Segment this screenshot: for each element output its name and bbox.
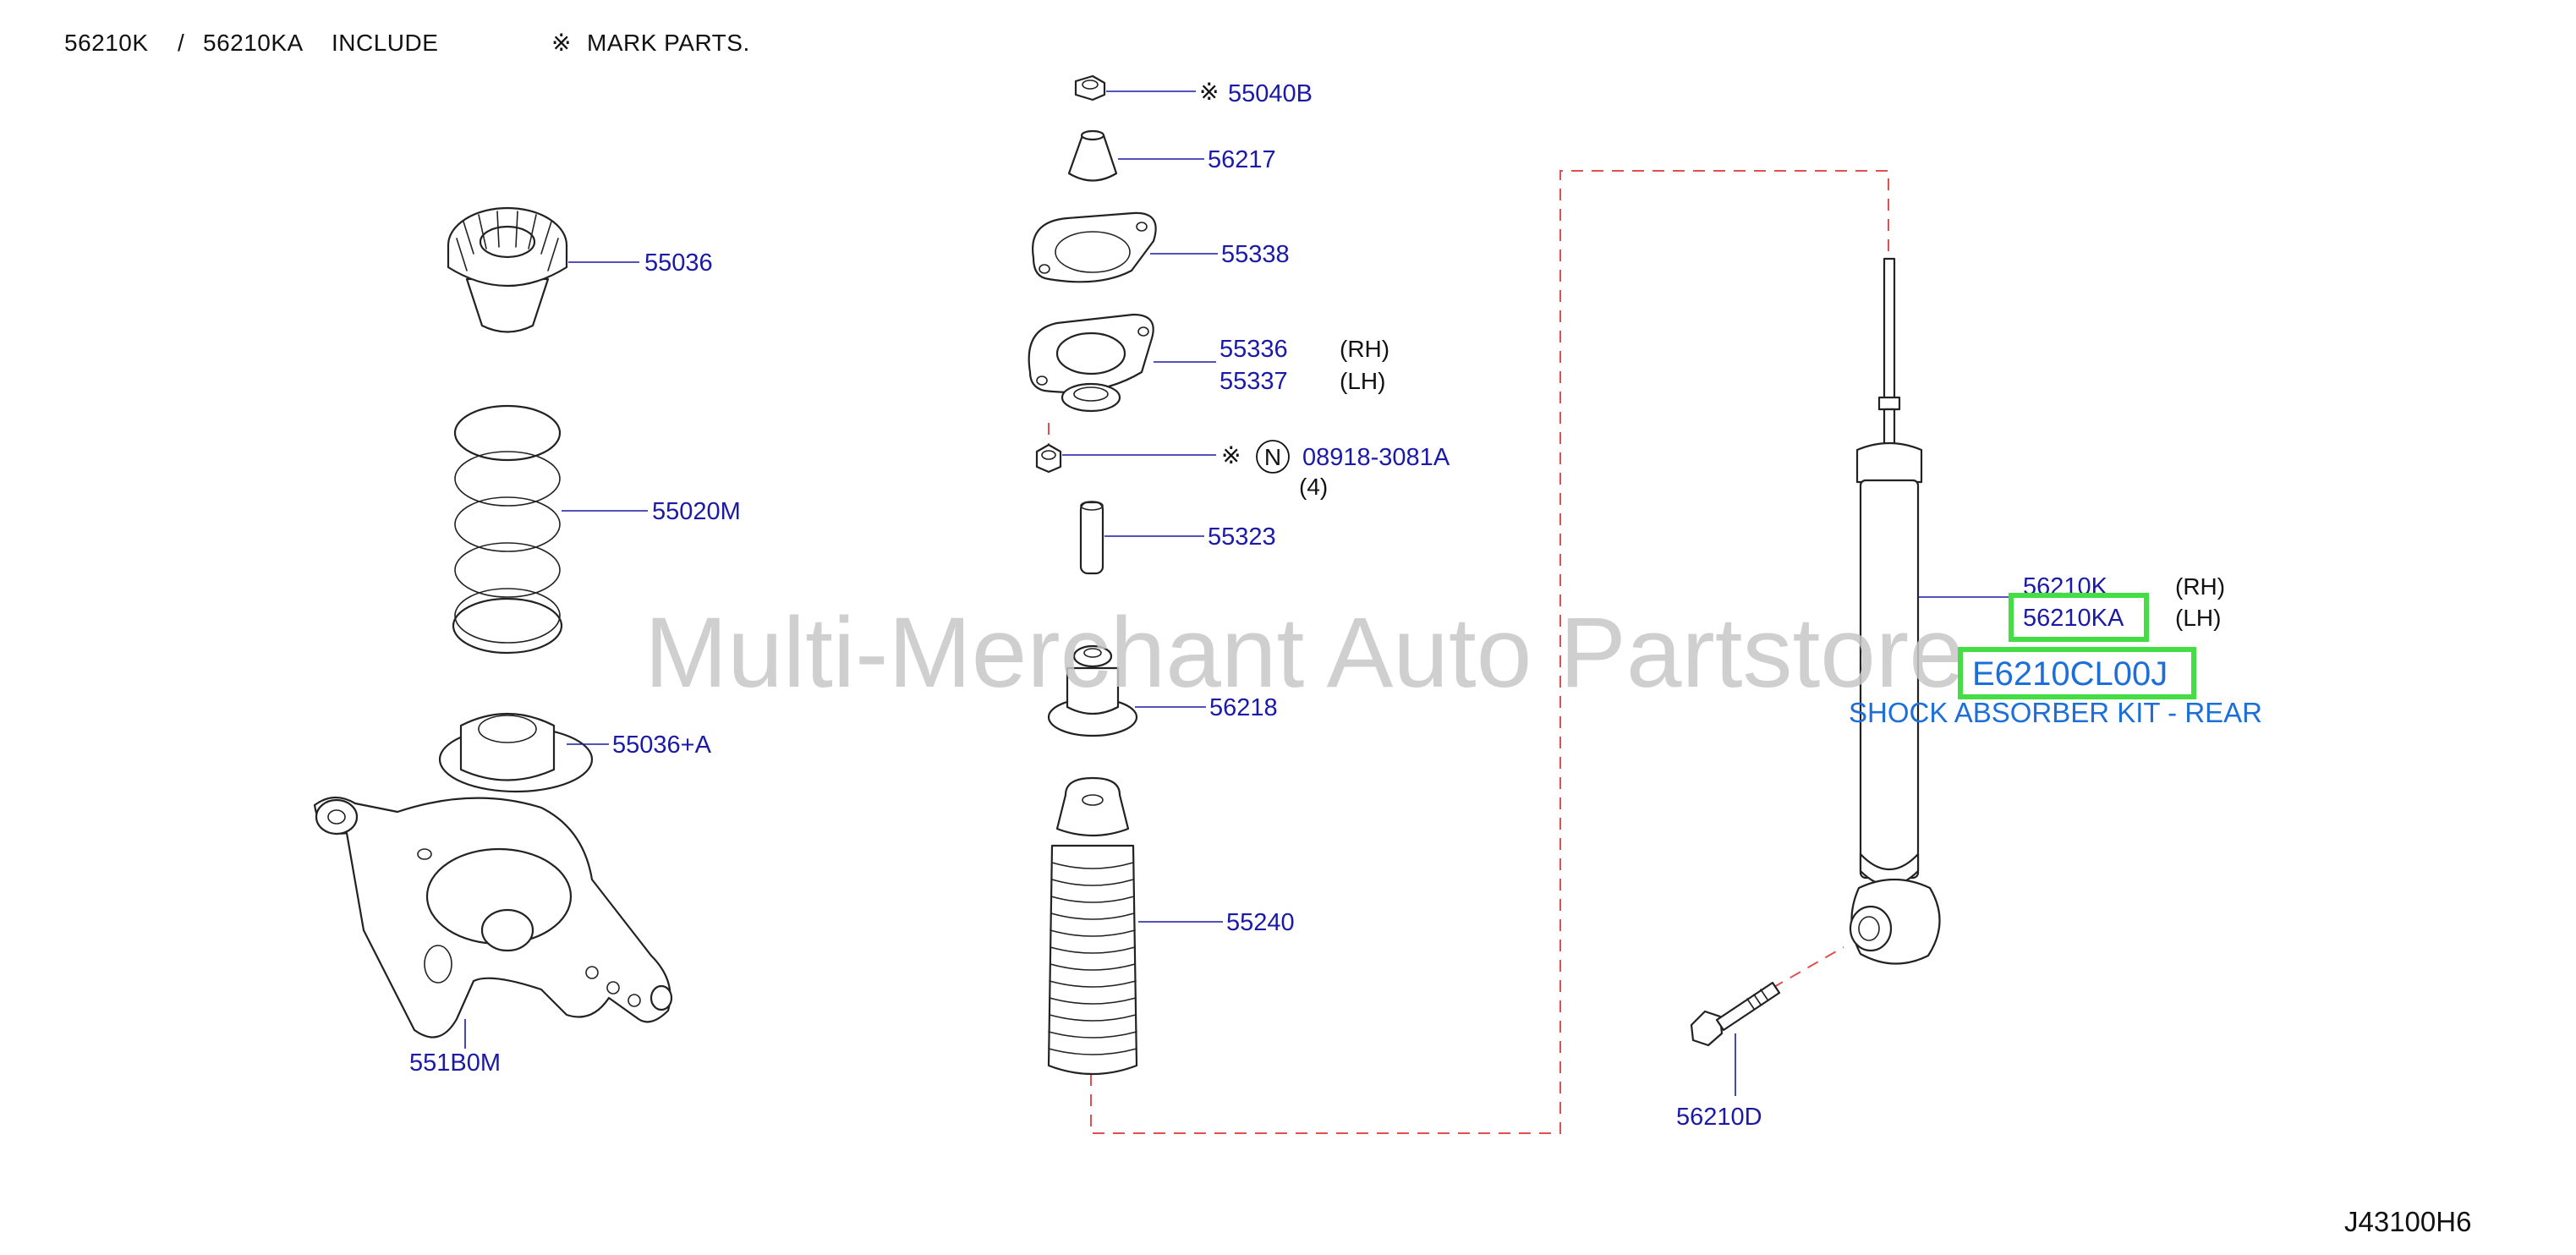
part-number-56210D[interactable]: 56210D xyxy=(1676,1104,1762,1131)
kit-code[interactable]: E6210CL00J xyxy=(1972,655,2168,693)
part-number-55020M[interactable]: 55020M xyxy=(652,498,741,525)
header-note: 56210K / 56210KA INCLUDE ※ MARK PARTS. xyxy=(64,30,750,56)
shock-mounting-55336-55337[interactable] xyxy=(1028,313,1154,413)
watermark: Multi-Merchant Auto Partstore xyxy=(644,597,1965,709)
coil-spring-55020M[interactable] xyxy=(452,404,563,655)
part-number-56217[interactable]: 56217 xyxy=(1208,146,1276,173)
mark-08918: ※ xyxy=(1221,442,1241,469)
shock-absorber-56210K-56210KA[interactable] xyxy=(1849,257,1941,965)
kit-name: SHOCK ABSORBER KIT - REAR xyxy=(1849,697,2262,728)
part-number-55036A[interactable]: 55036+A xyxy=(612,732,712,759)
lower-spring-seat-55036A[interactable] xyxy=(438,713,594,793)
n-circle-letter: N xyxy=(1264,444,1281,470)
upper-spring-seat-55036[interactable] xyxy=(447,206,568,333)
header-mark-symbol: ※ xyxy=(551,30,572,56)
part-number-55036[interactable]: 55036 xyxy=(644,249,713,277)
dust-cover-55240[interactable] xyxy=(1047,776,1138,1076)
highlight-kit-code xyxy=(1958,647,2196,699)
mark-55040B: ※ xyxy=(1199,79,1219,105)
part-number-55336[interactable]: 55336 xyxy=(1219,336,1288,363)
bolt-56210D[interactable] xyxy=(1690,981,1781,1047)
part-number-55040B[interactable]: 55040B xyxy=(1228,80,1313,107)
highlight-56210KA xyxy=(2009,593,2149,642)
part-number-56218[interactable]: 56218 xyxy=(1209,694,1278,721)
n-circle-icon xyxy=(1256,440,1290,474)
part-number-55240[interactable]: 55240 xyxy=(1226,909,1295,936)
part-number-55338[interactable]: 55338 xyxy=(1221,241,1290,268)
header-separator: / xyxy=(178,30,184,56)
mounting-plate-55338[interactable] xyxy=(1032,211,1157,283)
part-number-56210KA[interactable]: 56210KA xyxy=(2023,605,2124,632)
header-part-a: 56210K xyxy=(64,30,149,56)
flange-nut-08918-3081A[interactable] xyxy=(1035,443,1062,474)
part-number-551B0M[interactable]: 551B0M xyxy=(409,1049,501,1077)
diagram-code: J43100H6 xyxy=(2344,1206,2471,1237)
header-mark-text: MARK PARTS. xyxy=(587,30,750,56)
side-rh-55336: (RH) xyxy=(1340,336,1389,362)
assembly-dashed-bracket xyxy=(1090,170,1889,1134)
lock-nut-55040B[interactable] xyxy=(1074,74,1106,101)
bushing-56217[interactable] xyxy=(1067,129,1118,182)
part-number-08918-3081A[interactable]: 08918-3081A xyxy=(1302,444,1450,471)
collar-55323[interactable] xyxy=(1079,501,1104,575)
side-lh-56210KA: (LH) xyxy=(2175,605,2221,631)
part-number-55337[interactable]: 55337 xyxy=(1219,368,1288,395)
bound-bumper-56218[interactable] xyxy=(1047,644,1138,737)
header-part-b: 56210KA xyxy=(203,30,304,56)
part-number-55323[interactable]: 55323 xyxy=(1208,523,1276,551)
quantity-08918: (4) xyxy=(1299,474,1328,500)
header-include: INCLUDE xyxy=(332,30,438,56)
side-lh-55337: (LH) xyxy=(1340,368,1385,394)
bolt-dashed-link xyxy=(1754,946,1844,999)
lower-link-551B0M[interactable] xyxy=(313,796,673,1039)
side-rh-56210K: (RH) xyxy=(2175,573,2225,600)
